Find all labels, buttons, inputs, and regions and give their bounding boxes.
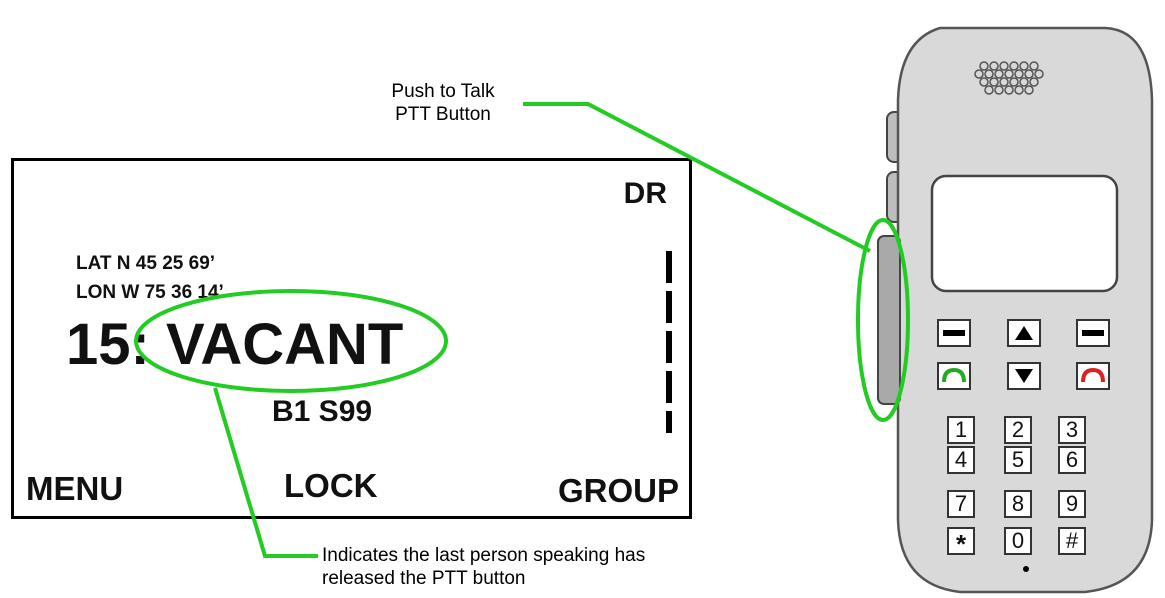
keypad-key-0[interactable]: 0 bbox=[1004, 527, 1032, 555]
up-arrow-key[interactable] bbox=[1007, 319, 1041, 347]
up-arrow-icon bbox=[1015, 326, 1033, 340]
release-callout-line2: released the PTT button bbox=[322, 568, 526, 589]
radio-display-screen: DR LAT N 45 25 69’ LON W 75 36 14’ 15: V… bbox=[11, 158, 692, 519]
release-callout-line1: Indicates the last person speaking has bbox=[322, 545, 646, 566]
softkey-lock-label: LOCK bbox=[284, 467, 378, 504]
keypad-key-4[interactable]: 4 bbox=[947, 446, 975, 474]
release-callout-line bbox=[213, 387, 318, 558]
right-softkey[interactable] bbox=[1076, 319, 1110, 347]
ptt-callout-line bbox=[523, 102, 871, 253]
left-softkey[interactable] bbox=[937, 319, 971, 347]
vacant-highlight-ellipse bbox=[134, 289, 448, 393]
keypad-key-3[interactable]: 3 bbox=[1058, 416, 1086, 444]
ptt-callout-line1: Push to Talk bbox=[391, 81, 495, 102]
signal-bar bbox=[666, 411, 672, 433]
keypad-key-5[interactable]: 5 bbox=[1004, 446, 1032, 474]
release-callout-label: Indicates the last person speaking has r… bbox=[322, 544, 762, 590]
ptt-button[interactable] bbox=[877, 235, 901, 405]
keypad-key-hash[interactable]: # bbox=[1058, 527, 1086, 555]
ptt-callout-line2: PTT Button bbox=[395, 104, 491, 125]
microphone-dot bbox=[1023, 566, 1029, 572]
signal-bar bbox=[666, 371, 672, 403]
keypad-key-6[interactable]: 6 bbox=[1058, 446, 1086, 474]
down-arrow-icon bbox=[1015, 369, 1033, 383]
longitude-readout: LON W 75 36 14’ bbox=[76, 282, 224, 303]
handset-screen bbox=[930, 174, 1119, 293]
keypad-key-2[interactable]: 2 bbox=[1004, 416, 1032, 444]
keypad-key-1[interactable]: 1 bbox=[947, 416, 975, 444]
signal-bar bbox=[666, 331, 672, 363]
keypad-key-7[interactable]: 7 bbox=[947, 490, 975, 518]
ptt-highlight-ellipse bbox=[856, 218, 910, 422]
softkey-group-label: GROUP bbox=[557, 472, 679, 509]
signal-bar bbox=[666, 251, 672, 283]
keypad-key-8[interactable]: 8 bbox=[1004, 490, 1032, 518]
latitude-readout: LAT N 45 25 69’ bbox=[76, 253, 216, 274]
end-call-key[interactable] bbox=[1076, 362, 1110, 390]
softkey-menu-label: MENU bbox=[26, 470, 124, 507]
speaker-grille-icon bbox=[974, 61, 1044, 95]
ptt-callout-label: Push to Talk PTT Button bbox=[358, 80, 528, 126]
signal-bar bbox=[666, 291, 672, 323]
battery-signal-status: B1 S99 bbox=[272, 395, 373, 428]
green-phone-icon bbox=[942, 367, 966, 383]
down-arrow-key[interactable] bbox=[1007, 362, 1041, 390]
keypad-key-star[interactable]: * bbox=[947, 527, 975, 559]
keypad-key-9[interactable]: 9 bbox=[1058, 490, 1086, 518]
mode-indicator: DR bbox=[623, 177, 667, 210]
red-phone-icon bbox=[1081, 367, 1105, 383]
callout-lines bbox=[134, 102, 910, 558]
channel-status: 15: VACANT bbox=[66, 312, 404, 377]
call-key[interactable] bbox=[937, 362, 971, 390]
